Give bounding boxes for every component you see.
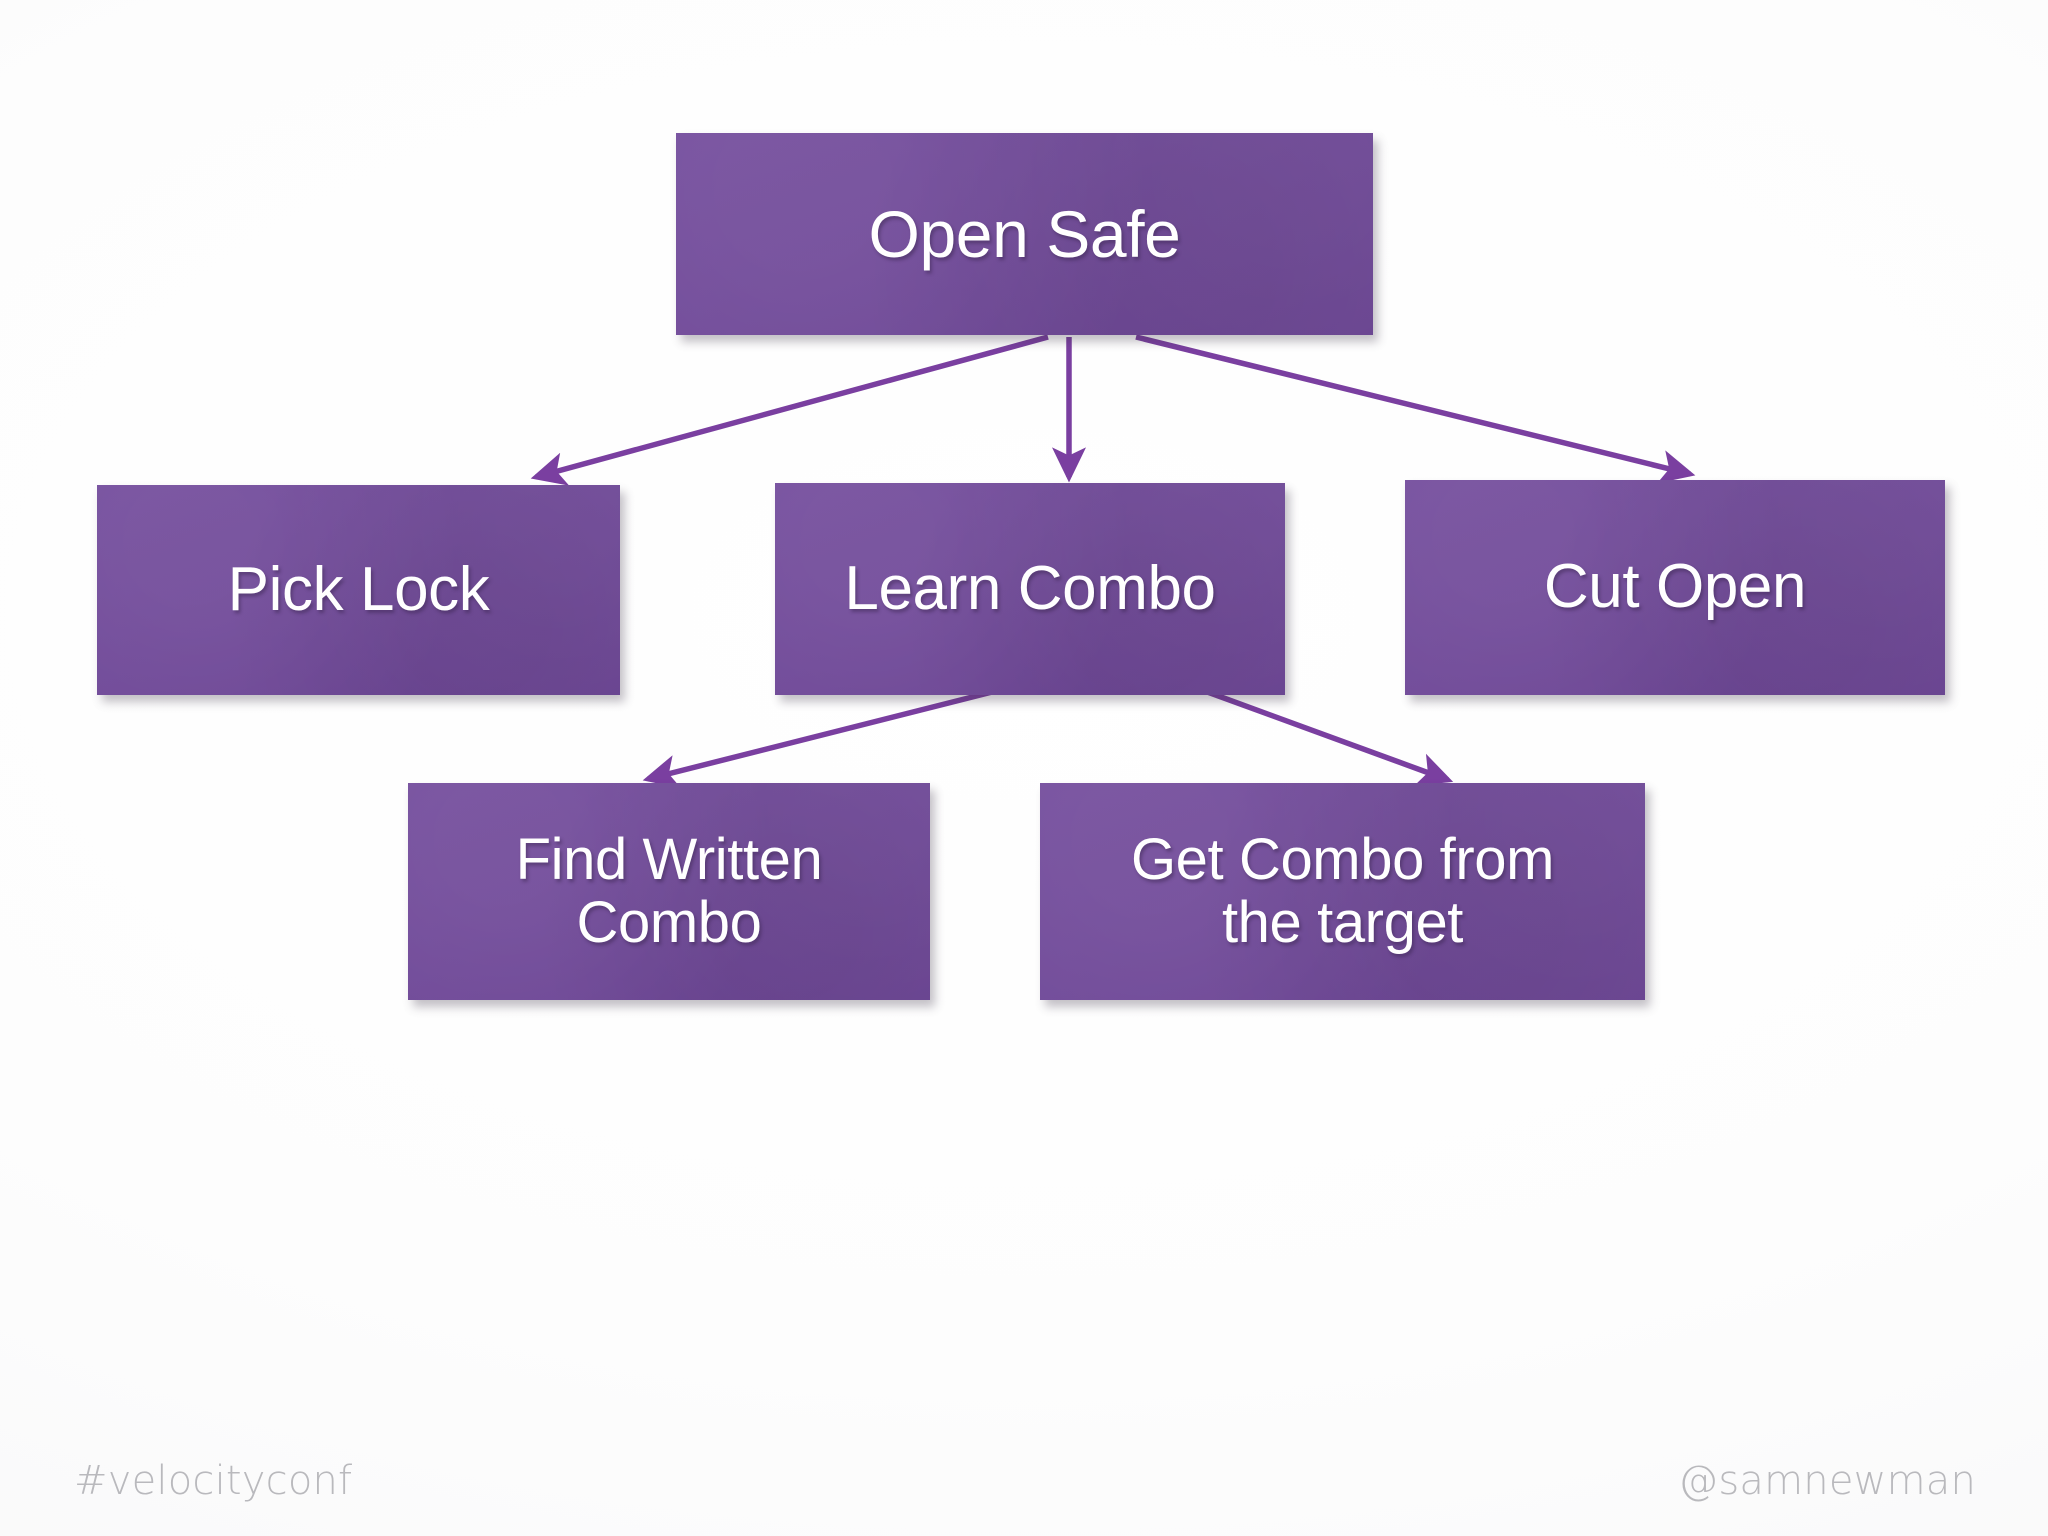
- footer-handle: @samnewman: [1678, 1458, 1976, 1504]
- node-learn-combo[interactable]: Learn Combo: [775, 483, 1285, 695]
- edge-learn-combo-to-get-combo-from-target: [1201, 687, 1454, 786]
- edge-open-safe-to-pick-lock: [530, 334, 1049, 486]
- node-open-safe[interactable]: Open Safe: [676, 133, 1373, 335]
- node-cut-open-label: Cut Open: [1543, 552, 1807, 622]
- node-open-safe-label: Open Safe: [868, 196, 1181, 271]
- footer-hashtag: #velocityconf: [74, 1458, 353, 1504]
- node-find-written-combo[interactable]: Find Written Combo: [408, 783, 930, 1000]
- node-cut-open[interactable]: Cut Open: [1405, 480, 1945, 695]
- node-pick-lock[interactable]: Pick Lock: [97, 485, 620, 695]
- node-get-combo-from-target[interactable]: Get Combo from the target: [1040, 783, 1645, 1000]
- node-get-combo-from-target-label: Get Combo from the target: [1130, 827, 1555, 955]
- edge-open-safe-to-cut-open: [1135, 334, 1696, 484]
- node-learn-combo-label: Learn Combo: [844, 553, 1216, 623]
- edge-learn-combo-to-find-written-combo: [642, 687, 1001, 789]
- node-find-written-combo-label: Find Written Combo: [515, 827, 823, 955]
- node-pick-lock-label: Pick Lock: [227, 554, 490, 624]
